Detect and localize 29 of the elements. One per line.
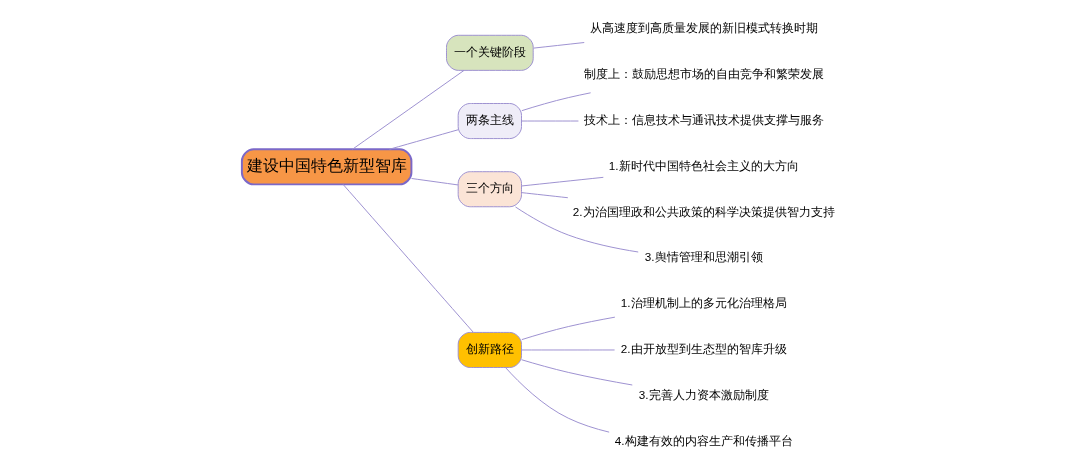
connector [520,176,604,187]
connector [514,206,639,253]
connector [410,178,459,186]
node-box: 三个方向 [457,171,522,208]
connector [520,192,568,199]
node-text: 2.由开放型到生态型的智库升级 [620,341,787,355]
node-box: 两条主线 [457,103,522,140]
node-text: 4.构建有效的内容生产和传播平台 [614,433,793,447]
node-box: 创新路径 [457,331,522,368]
node-text: 1.新时代中国特色社会主义的大方向 [608,158,799,172]
node-box: 建设中国特色新型智库 [240,148,412,186]
connector [520,120,579,122]
connector [532,42,585,49]
node-text: 1.治理机制上的多元化治理格局 [620,296,787,310]
connector [351,69,464,150]
node-box: 一个关键阶段 [445,34,534,71]
connector [520,92,591,112]
connector [504,367,610,433]
node-text: 3.舆情管理和思潮引领 [644,250,763,264]
node-text: 2.为治国理政和公共政策的科学决策提供智力支持 [572,204,835,218]
node-text: 制度上：鼓励思想市场的自由竞争和繁荣发展 [583,67,824,81]
connector [520,316,615,341]
connector [520,349,615,351]
node-text: 从高速度到高质量发展的新旧模式转换时期 [589,21,818,35]
node-text: 技术上：信息技术与通讯技术提供支撑与服务 [583,113,824,127]
connector [342,183,474,333]
node-text: 3.完善人力资本激励制度 [638,387,769,401]
connector [388,129,458,150]
connector [520,359,633,386]
